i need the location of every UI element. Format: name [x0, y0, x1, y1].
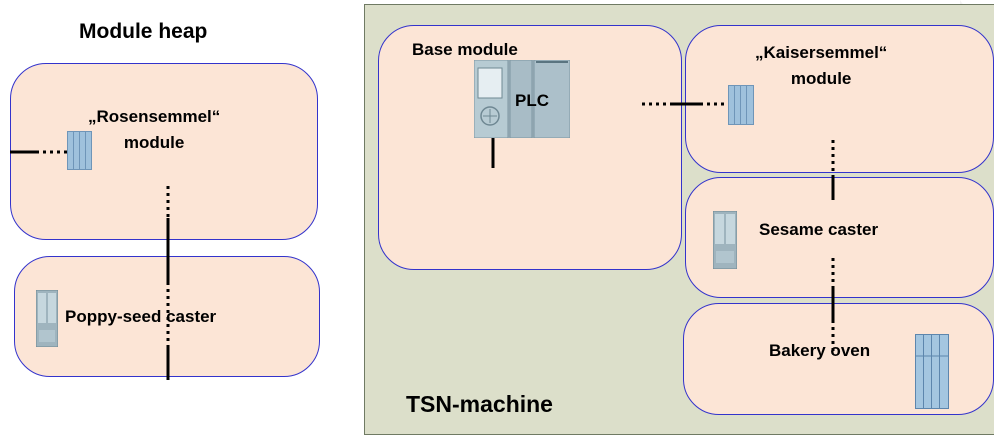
rosensemmel-io-icon — [67, 131, 92, 170]
sesame-caster-box — [685, 177, 994, 298]
bakery-oven-label: Bakery oven — [769, 341, 871, 360]
kaisersemmel-module-label: „Kaisersemmel“ module — [755, 43, 888, 88]
sesame-caster-device-icon — [712, 210, 738, 270]
plc-device-icon — [473, 59, 571, 139]
kaisersemmel-io-icon — [728, 85, 754, 125]
rosensemmel-module-label: „Rosensemmel“ module — [88, 107, 221, 152]
bakery-oven-device-icon — [915, 334, 949, 409]
base-module-box — [378, 25, 682, 270]
base-module-label: Base module — [412, 40, 518, 59]
plc-label: PLC — [515, 91, 549, 110]
module-heap-title: Module heap — [79, 20, 208, 43]
sesame-caster-label: Sesame caster — [759, 220, 879, 239]
tsn-machine-label: TSN-machine — [406, 391, 553, 417]
poppy-seed-caster-label: Poppy-seed caster — [65, 307, 217, 326]
poppy-seed-caster-device-icon — [35, 289, 59, 348]
